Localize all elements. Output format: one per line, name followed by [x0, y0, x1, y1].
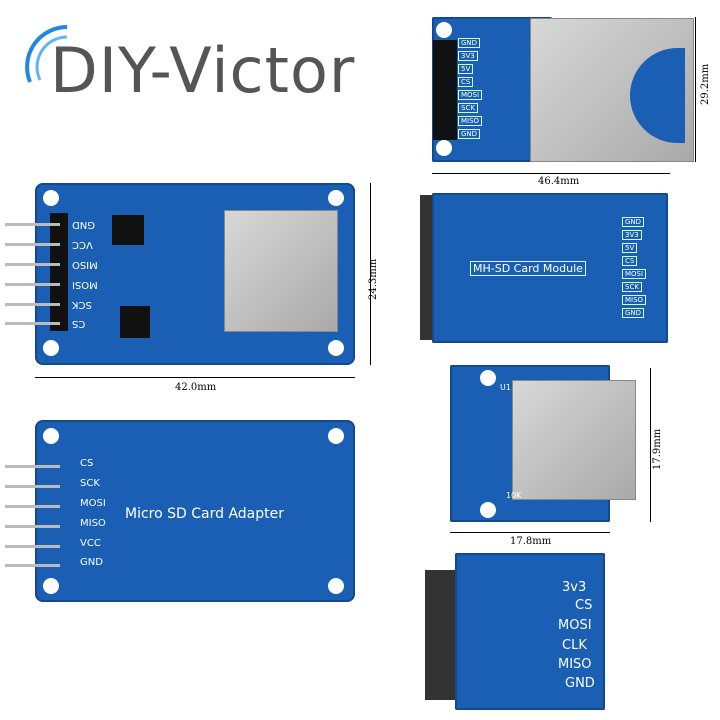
pin-label: 5V: [622, 243, 638, 253]
pin-label: GND: [622, 217, 645, 227]
pin-label: SCK: [622, 282, 642, 292]
pin-label: GND: [565, 676, 595, 691]
board-title: Micro SD Card Adapter: [125, 506, 284, 522]
pin-label: GND: [458, 38, 481, 48]
logo-arc-icon: [25, 25, 68, 83]
pin-label: VCC: [80, 538, 101, 549]
pin-label: CLK: [562, 638, 587, 653]
pin-label: 3V3: [458, 51, 478, 61]
chip-label: U1: [500, 383, 511, 392]
pin-label: GND: [72, 219, 95, 230]
pin-label: MISO: [458, 116, 483, 126]
pin-label: SCK: [72, 299, 92, 310]
height-dimension: 29.2mm: [700, 63, 711, 105]
pin-label: SCK: [458, 103, 478, 113]
pin-label: MOSI: [622, 269, 647, 279]
pin-label: SCK: [80, 478, 100, 489]
logo-text: DIY-Victor: [50, 34, 356, 107]
pin-label: CS: [575, 598, 593, 613]
ic-chip: [120, 306, 150, 338]
resistor-label: 10K: [506, 491, 522, 500]
pin-label: MISO: [558, 657, 592, 672]
pin-label: MOSI: [80, 498, 106, 509]
pin-label: MISO: [72, 259, 98, 270]
pin-label: GND: [622, 308, 645, 318]
pin-label: MOSI: [72, 279, 98, 290]
pin-label: CS: [458, 77, 474, 87]
pin-label: MOSI: [458, 90, 483, 100]
pin-label: MISO: [622, 295, 647, 305]
regulator-chip: [112, 215, 144, 245]
width-dimension: 46.4mm: [538, 176, 580, 187]
pin-label: 5V: [458, 64, 474, 74]
height-dimension: 24.3mm: [368, 258, 379, 300]
pin-label: MISO: [80, 518, 106, 529]
height-dimension: 17.9mm: [652, 428, 663, 470]
board-title: MH-SD Card Module: [470, 261, 586, 276]
width-dimension: 17.8mm: [510, 536, 552, 547]
pin-label: 3v3: [562, 580, 587, 595]
pin-label: GND: [80, 557, 103, 568]
pin-label: CS: [72, 318, 86, 329]
microsd-slot: [224, 210, 338, 332]
pin-label: 3V3: [622, 230, 642, 240]
microsd-slot: [512, 380, 636, 500]
pin-label: MOSI: [558, 618, 592, 633]
pin-label: CS: [80, 458, 94, 469]
pin-label: CS: [622, 256, 638, 266]
pin-label: GND: [458, 129, 481, 139]
pin-label: VCC: [72, 239, 93, 250]
width-dimension: 42.0mm: [175, 382, 217, 393]
